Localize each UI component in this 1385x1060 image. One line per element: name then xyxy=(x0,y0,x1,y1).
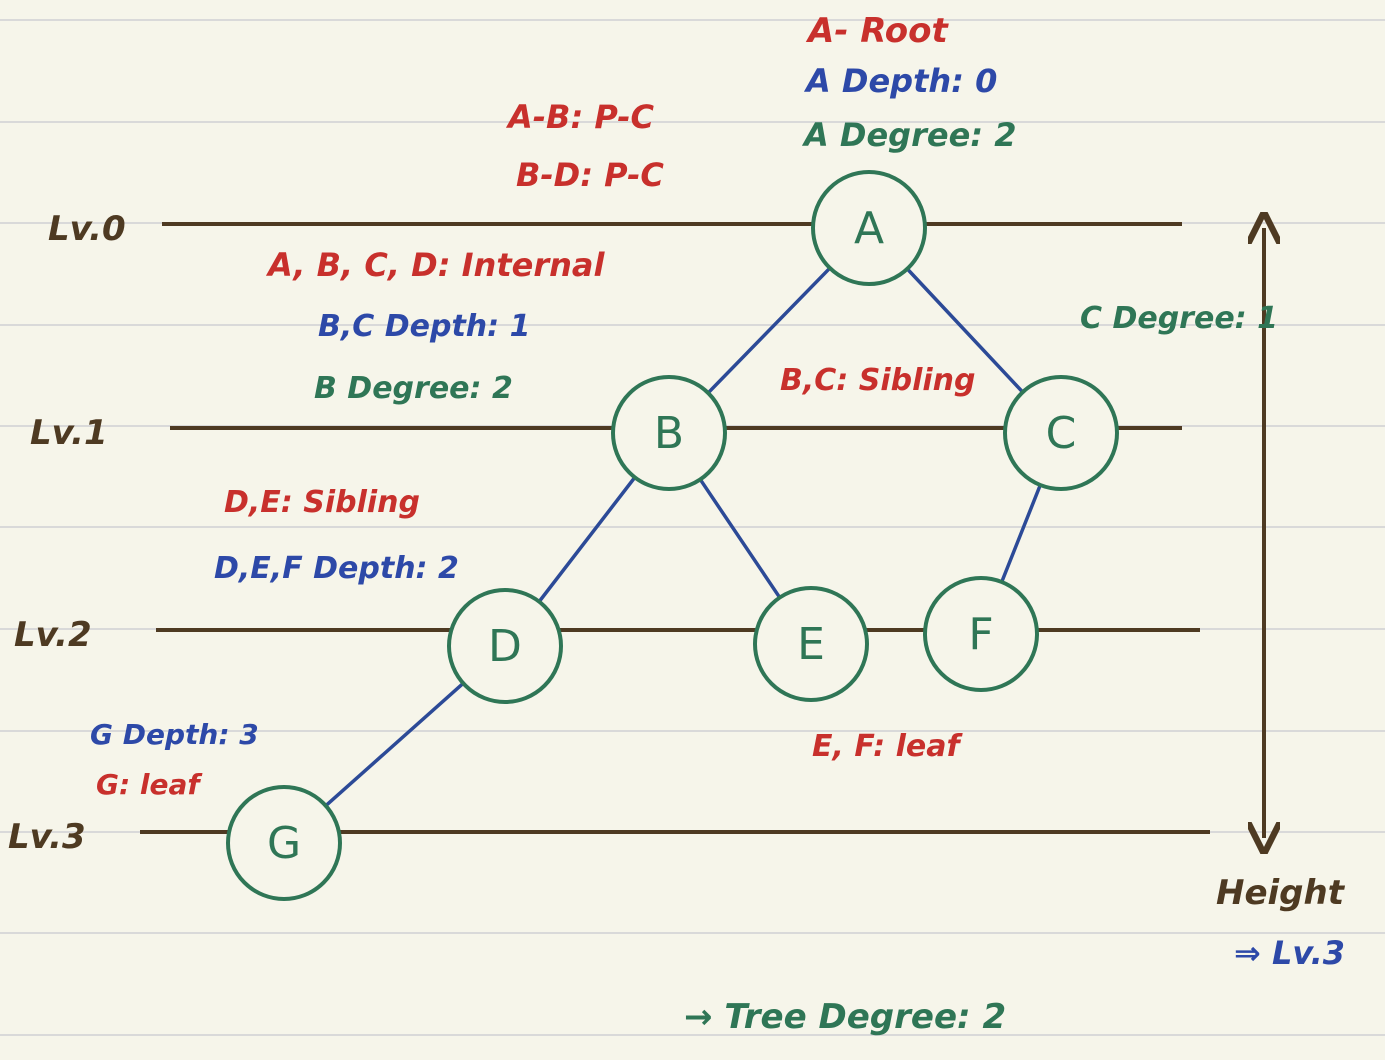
bc-sibling-note: B,C: Sibling xyxy=(780,363,975,398)
b-degree-note: B Degree: 2 xyxy=(314,371,513,406)
edge-a-b xyxy=(706,266,832,395)
g-depth-note: G Depth: 3 xyxy=(90,718,259,751)
annotations: A- Root A Depth: 0 A Degree: 2 A-B: P-C … xyxy=(90,11,1346,1037)
tree-degree-note: → Tree Degree: 2 xyxy=(684,997,1006,1037)
bd-parent-child-note: B-D: P-C xyxy=(516,156,664,194)
node-d: D xyxy=(447,588,563,704)
level-label-1: Lv.1 xyxy=(30,413,108,453)
def-depth-note: D,E,F Depth: 2 xyxy=(214,551,459,586)
node-circle xyxy=(811,170,927,286)
tree-nodes: A B C D E F G xyxy=(226,170,1119,901)
a-root-note: A- Root xyxy=(805,11,949,51)
level-label-2: Lv.2 xyxy=(14,615,92,655)
node-label: C xyxy=(1046,408,1077,459)
edge-b-e xyxy=(698,477,782,600)
node-label: D xyxy=(488,621,522,672)
node-label: E xyxy=(797,619,825,670)
node-circle xyxy=(1003,375,1119,491)
height-label: Height xyxy=(1216,873,1346,913)
level-labels: Lv.0Lv.1Lv.2Lv.3 xyxy=(8,209,126,857)
de-sibling-note: D,E: Sibling xyxy=(224,485,420,520)
node-circle xyxy=(226,785,342,901)
node-circle xyxy=(753,586,869,702)
g-leaf-note: G: leaf xyxy=(96,768,203,801)
edge-c-f xyxy=(999,483,1043,584)
tree-edges xyxy=(324,266,1043,808)
ef-leaf-note: E, F: leaf xyxy=(812,729,964,764)
node-label: B xyxy=(654,408,684,459)
node-circle xyxy=(611,375,727,491)
bc-depth-note: B,C Depth: 1 xyxy=(318,309,530,344)
internal-nodes-note: A, B, C, D: Internal xyxy=(265,246,605,284)
ruled-lines xyxy=(0,19,1385,1036)
a-degree-note: A Degree: 2 xyxy=(801,116,1016,154)
node-label: G xyxy=(267,818,301,869)
edge-b-d xyxy=(537,475,637,604)
node-f: F xyxy=(923,576,1039,692)
edge-d-g xyxy=(324,681,465,808)
node-circle xyxy=(447,588,563,704)
height-value: ⇒ Lv.3 xyxy=(1234,934,1345,972)
node-e: E xyxy=(753,586,869,702)
node-c: C xyxy=(1003,375,1119,491)
node-b: B xyxy=(611,375,727,491)
c-degree-note: C Degree: 1 xyxy=(1080,301,1278,336)
ab-parent-child-note: A-B: P-C xyxy=(505,98,655,136)
level-label-0: Lv.0 xyxy=(48,209,126,249)
node-a: A xyxy=(811,170,927,286)
node-g: G xyxy=(226,785,342,901)
node-label: A xyxy=(854,203,884,254)
level-label-3: Lv.3 xyxy=(8,817,86,857)
a-depth-note: A Depth: 0 xyxy=(803,62,997,100)
edge-a-c xyxy=(905,267,1025,394)
node-label: F xyxy=(968,609,993,660)
node-circle xyxy=(923,576,1039,692)
